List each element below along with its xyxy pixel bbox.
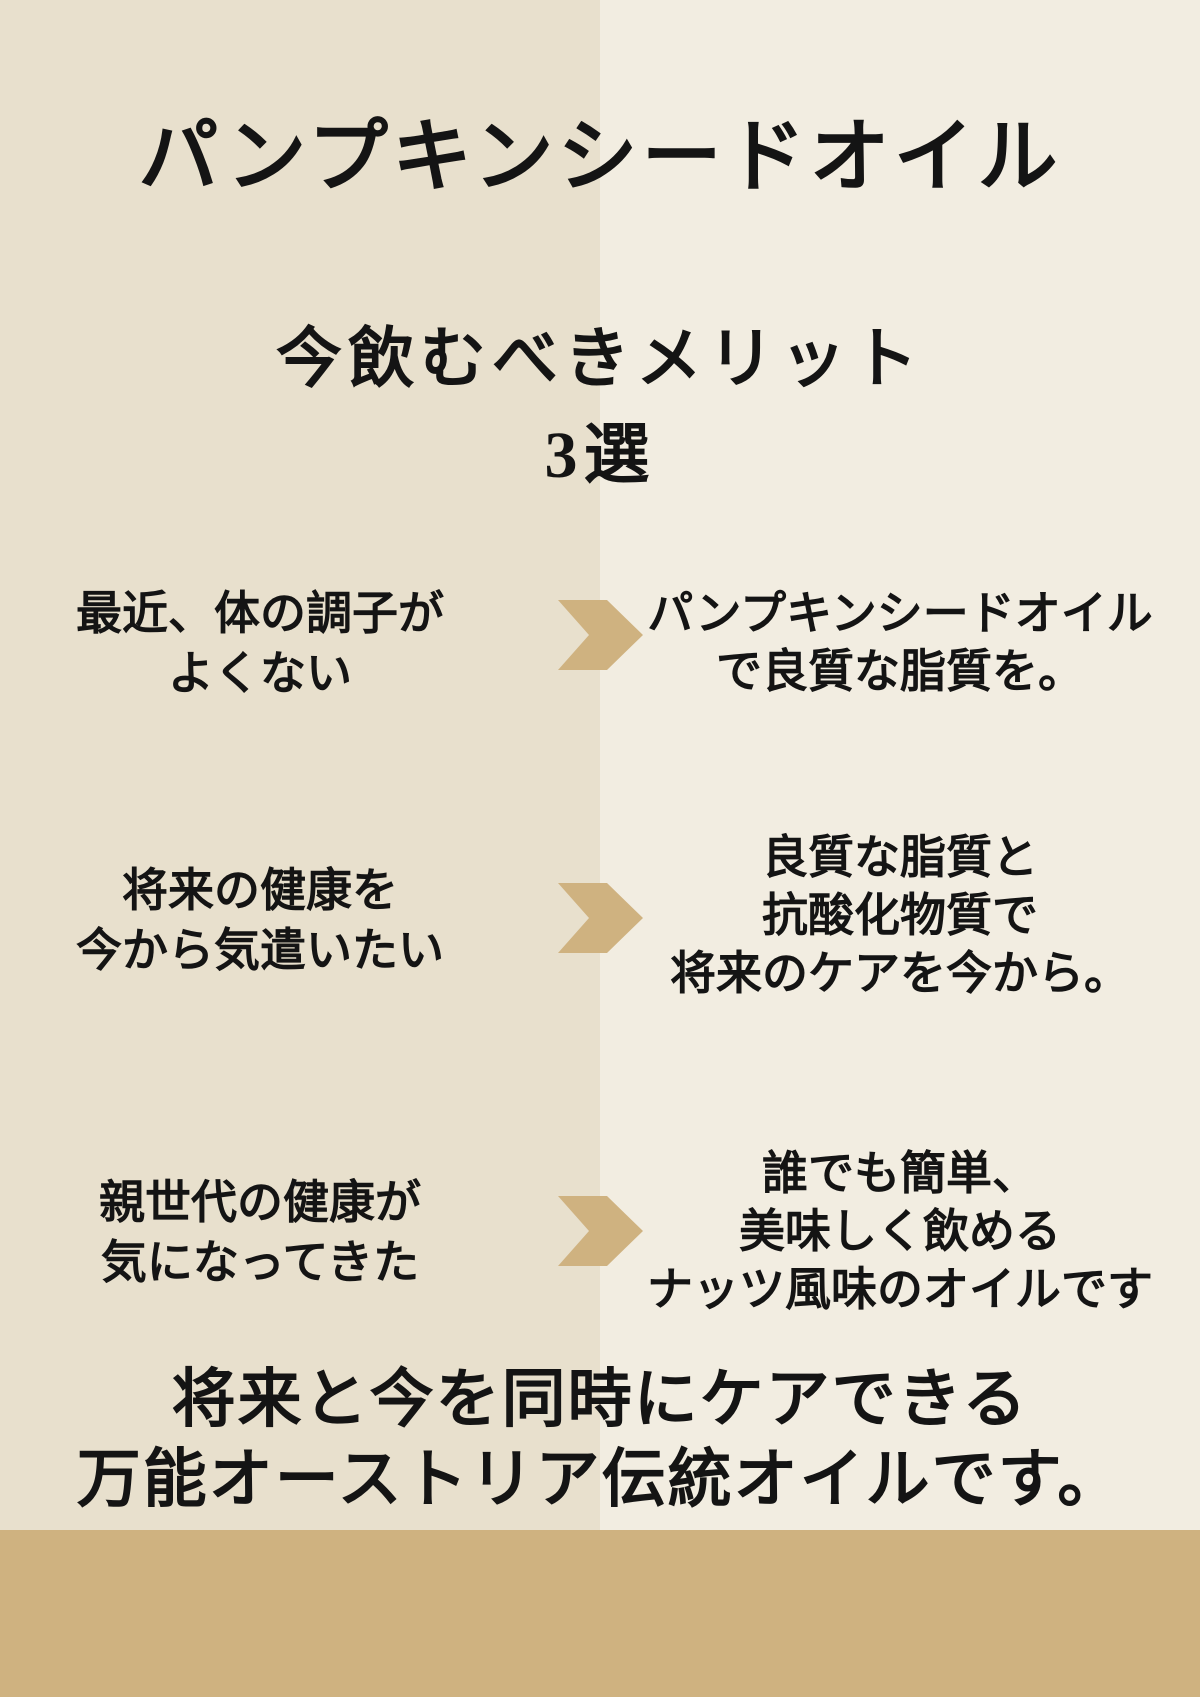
footer-bar (0, 1530, 1200, 1697)
benefit-text-2: 良質な脂質と 抗酸化物質で 将来のケアを今から。 (610, 829, 1190, 1003)
benefit-line: 良質な脂質と (762, 832, 1038, 883)
benefit-text-3: 誰でも簡単、 美味しく飲める ナッツ風味のオイルです (610, 1145, 1190, 1319)
chevron-right-icon (558, 600, 643, 670)
chevron-right-icon (558, 883, 643, 953)
chevron-right-icon (558, 1196, 643, 1266)
benefit-line: パンプキンシードオイル (647, 588, 1153, 639)
benefit-line: ナッツ風味のオイルです (647, 1264, 1153, 1315)
problem-text-1: 最近、体の調子が よくない (10, 584, 510, 704)
problem-text-3: 親世代の健康が 気になってきた (10, 1173, 510, 1293)
problem-line: 今から気遣いたい (76, 925, 444, 976)
benefit-line: 抗酸化物質で (762, 890, 1038, 941)
closing-statement-line-1: 将来と今を同時にケアできる (171, 1364, 1029, 1435)
closing-statement-line-2: 万能オーストリア伝統オイルです。 (76, 1444, 1124, 1515)
subtitle-line-2: 3選 (544, 418, 656, 492)
benefit-text-1: パンプキンシードオイル で良質な脂質を。 (610, 585, 1190, 701)
subtitle-line-1: 今飲むべきメリット (276, 323, 924, 396)
problem-line: よくない (168, 648, 352, 699)
benefit-line: で良質な脂質を。 (716, 646, 1084, 697)
background-left-panel (0, 0, 600, 1697)
problem-line: 最近、体の調子が (76, 588, 444, 639)
problem-line: 将来の健康を (122, 865, 398, 916)
problem-line: 親世代の健康が (99, 1177, 421, 1228)
benefit-line: 将来のケアを今から。 (670, 948, 1130, 999)
problem-text-2: 将来の健康を 今から気遣いたい (10, 861, 510, 981)
closing-statement: 将来と今を同時にケアできる 万能オーストリア伝統オイルです。 (0, 1360, 1200, 1520)
benefit-line: 誰でも簡単、 (762, 1148, 1038, 1199)
benefit-line: 美味しく飲める (739, 1206, 1061, 1257)
background-right-panel (600, 0, 1200, 1697)
problem-line: 気になってきた (100, 1237, 420, 1288)
subtitle: 今飲むべきメリット 3選 (0, 312, 1200, 503)
page-title: パンプキンシードオイル (138, 114, 1062, 202)
